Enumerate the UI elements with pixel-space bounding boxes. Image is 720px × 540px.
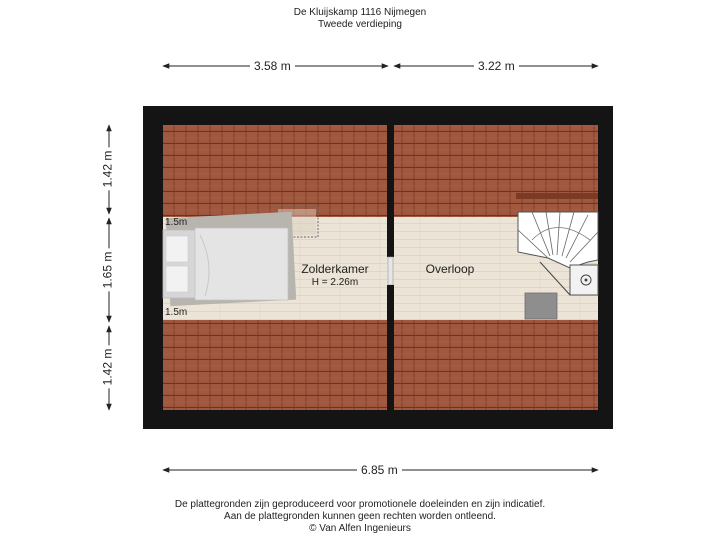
roof-slope-bottom	[163, 320, 598, 410]
dim-left-middle: 1.65 m	[100, 248, 115, 292]
boiler	[569, 264, 599, 296]
dim-left-top: 1.42 m	[100, 147, 115, 191]
room-landing-name: Overloop	[425, 262, 475, 276]
partition-wall-top	[387, 125, 394, 217]
railing	[539, 261, 571, 296]
floor-title: Tweede verdieping	[318, 19, 402, 30]
bed	[162, 211, 297, 307]
skylight	[275, 206, 319, 238]
dim-top-right: 3.22 m	[474, 59, 519, 73]
copyright: © Van Alfen Ingenieurs	[309, 523, 411, 534]
room-bedroom-height: H = 2.26m	[311, 277, 359, 288]
height-marker-upper: 1.5m	[165, 217, 188, 228]
staircase	[516, 193, 599, 269]
disclaimer-line-1: De plattegronden zijn geproduceerd voor …	[174, 499, 546, 510]
storage-box	[524, 292, 558, 320]
disclaimer-line-2: Aan de plattegronden kunnen geen rechten…	[224, 511, 496, 522]
dim-bottom: 6.85 m	[357, 463, 402, 477]
roof-window-strip	[516, 193, 598, 199]
roof-slope-top	[163, 125, 598, 217]
room-bedroom-name: Zolderkamer	[301, 262, 369, 276]
partition-wall-low	[387, 285, 394, 320]
partition-wall-mid	[387, 217, 394, 257]
dim-top-left: 3.58 m	[250, 59, 295, 73]
address-title: De Kluijskamp 1116 Nijmegen	[293, 7, 427, 18]
dim-left-bottom: 1.42 m	[100, 345, 115, 389]
partition-wall-bottom	[387, 320, 394, 410]
height-marker-lower: 1.5m	[165, 307, 188, 318]
